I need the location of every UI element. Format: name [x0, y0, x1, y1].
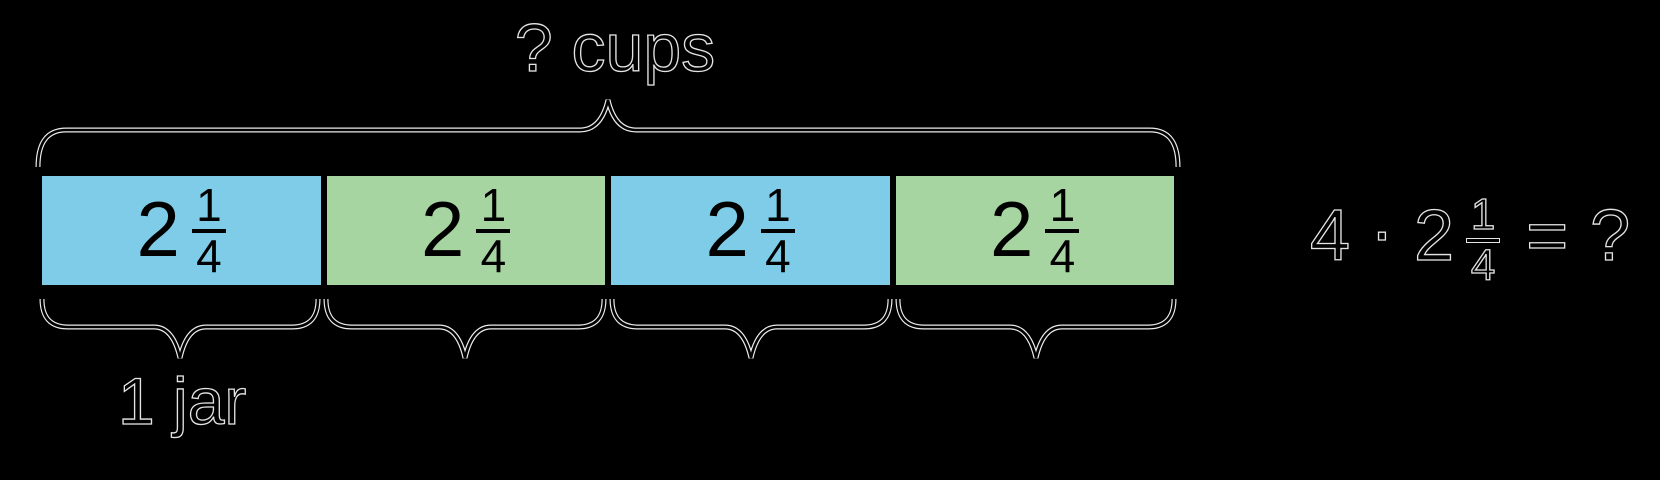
segment-fraction: 1 4 — [476, 179, 511, 282]
equation-factor: 4 — [1309, 196, 1351, 276]
segment-fraction: 1 4 — [760, 179, 795, 282]
fraction-numerator: 1 — [480, 179, 507, 232]
fraction-bar — [1466, 237, 1501, 243]
segment-whole-number: 2 — [990, 184, 1034, 273]
segment-brace-1 — [42, 299, 318, 358]
tape-segment-3: 2 1 4 — [611, 176, 890, 285]
total-brace — [38, 100, 1178, 167]
segment-brace-4 — [898, 299, 1174, 358]
fraction-bar — [476, 228, 511, 233]
tape-segment-2: 2 1 4 — [326, 176, 605, 285]
fraction-numerator: 1 — [196, 179, 222, 232]
tape-segment-4: 2 1 4 — [895, 176, 1174, 285]
segment-brace-3 — [612, 299, 890, 358]
fraction-denominator: 4 — [1049, 229, 1076, 282]
equals-sign: = — [1525, 196, 1569, 276]
segment-whole-number: 2 — [705, 184, 749, 273]
fraction-numerator: 1 — [765, 179, 791, 232]
total-label: ? cups — [514, 10, 716, 86]
equation-whole-number: 2 — [1413, 196, 1455, 276]
fraction-bar — [760, 228, 795, 233]
fraction-bar — [1045, 228, 1080, 233]
multiplication-equation: 4 · 2 1 4 = ? — [1309, 186, 1631, 290]
fraction-denominator: 4 — [480, 229, 507, 282]
segment-whole-number: 2 — [421, 184, 465, 273]
fraction-denominator: 4 — [1470, 240, 1496, 290]
segment-whole-number: 2 — [136, 184, 180, 273]
multiplication-dot-icon: · — [1369, 192, 1395, 272]
equation-result: ? — [1589, 196, 1631, 276]
tape-bar: 2 1 4 2 1 4 2 1 4 2 — [36, 170, 1180, 291]
fraction-denominator: 4 — [196, 229, 222, 282]
segment-brace-2 — [326, 299, 604, 358]
unit-label: 1 jar — [117, 364, 247, 438]
fraction-bar — [191, 228, 226, 233]
segment-fraction: 1 4 — [1045, 179, 1080, 282]
fraction-numerator: 1 — [1470, 189, 1496, 239]
tape-segment-1: 2 1 4 — [42, 176, 321, 285]
fraction-denominator: 4 — [765, 229, 791, 282]
fraction-numerator: 1 — [1049, 179, 1076, 232]
equation-fraction: 1 4 — [1466, 189, 1501, 290]
segment-fraction: 1 4 — [191, 179, 226, 282]
